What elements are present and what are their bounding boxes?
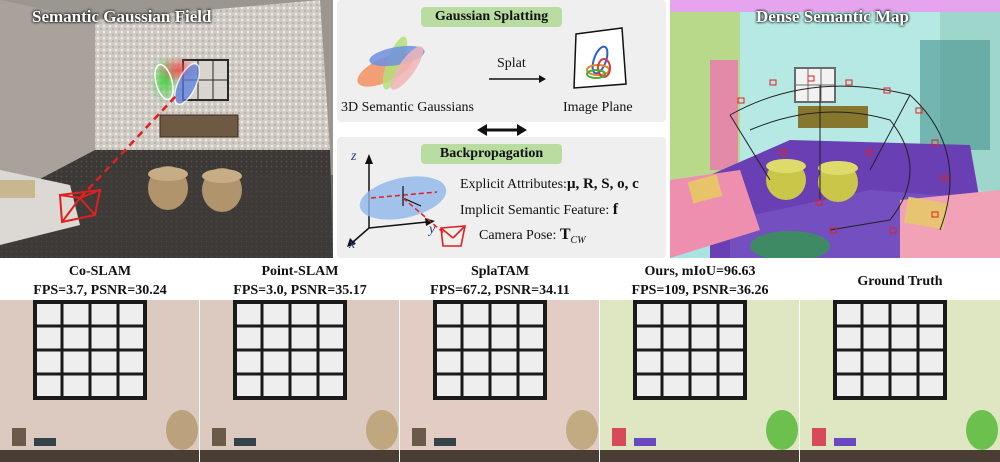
explicit-attributes-row: Explicit Attributes:μ, R, S, o, c — [460, 176, 639, 193]
semantic-gaussian-field-image — [0, 0, 333, 258]
method-metrics: FPS=67.2, PSNR=34.11 — [430, 283, 570, 298]
point-slam-render — [200, 300, 400, 462]
method-name: Point-SLAM — [261, 264, 339, 279]
axis-z-label: z — [351, 149, 357, 164]
dense-semantic-map-image — [670, 0, 1000, 258]
image-plane-label: Image Plane — [563, 100, 633, 115]
semantic-gaussians-label: 3D Semantic Gaussians — [341, 100, 474, 115]
camera-pose-icon — [440, 225, 466, 247]
axis-x-label: x — [349, 237, 356, 252]
camera-pose-subscript: CW — [570, 234, 586, 246]
method-caption-splatam: SplaTAM FPS=67.2, PSNR=34.11 — [400, 262, 600, 300]
semantic-gaussians-diagram — [357, 36, 425, 90]
backpropagation-tag: Backpropagation — [421, 144, 562, 164]
co-slam-render — [0, 300, 200, 462]
camera-pose-symbol: T — [559, 226, 571, 243]
center-diagram-panel: Gaussian Splatting Splat 3D Semantic Gau… — [337, 0, 666, 258]
axis-y-label: y — [429, 222, 436, 237]
method-name: Co-SLAM — [68, 264, 132, 279]
dense-semantic-map-panel: Dense Semantic Map — [670, 0, 1000, 258]
implicit-feature-row: Implicit Semantic Feature: f — [460, 201, 618, 219]
method-caption-ground-truth: Ground Truth — [800, 272, 1000, 291]
explicit-attributes-label: Explicit Attributes: — [460, 177, 567, 192]
camera-trajectory — [729, 85, 951, 231]
ours-semantic-render — [600, 300, 800, 462]
splat-arrow-icon — [489, 75, 546, 83]
method-caption-point-slam: Point-SLAM FPS=3.0, PSNR=35.17 — [200, 262, 400, 300]
camera-pose-label: Camera Pose: — [479, 228, 557, 243]
implicit-feature-symbol: f — [612, 201, 619, 218]
image-plane-diagram — [573, 27, 627, 89]
backprop-axes-diagram — [347, 154, 466, 247]
camera-frustum-icon — [58, 188, 102, 224]
semantic-gaussian-field-panel: Semantic Gaussian Field — [0, 0, 333, 258]
method-name: Ground Truth — [857, 274, 943, 289]
implicit-feature-label: Implicit Semantic Feature: — [460, 203, 610, 218]
method-metrics: FPS=109, PSNR=36.26 — [631, 283, 769, 298]
camera-markers — [737, 75, 949, 234]
explicit-attributes-symbols: μ, R, S, o, c — [566, 176, 639, 192]
method-metrics: FPS=3.7, PSNR=30.24 — [33, 283, 167, 298]
right-panel-title: Dense Semantic Map — [756, 7, 909, 26]
method-name: Ours, mIoU=96.63 — [644, 264, 756, 279]
method-metrics: FPS=3.0, PSNR=35.17 — [233, 283, 367, 298]
ground-truth-render — [800, 300, 1000, 462]
method-name: SplaTAM — [470, 264, 530, 279]
splatam-render — [400, 300, 600, 462]
left-panel-title: Semantic Gaussian Field — [32, 7, 212, 26]
double-arrow-icon — [477, 124, 527, 136]
method-caption-ours: Ours, mIoU=96.63 FPS=109, PSNR=36.26 — [600, 262, 800, 300]
method-caption-co-slam: Co-SLAM FPS=3.7, PSNR=30.24 — [0, 262, 200, 300]
camera-pose-row: Camera Pose: TCW — [479, 226, 586, 246]
splat-label: Splat — [497, 56, 526, 71]
gaussian-splatting-tag: Gaussian Splatting — [421, 7, 562, 27]
